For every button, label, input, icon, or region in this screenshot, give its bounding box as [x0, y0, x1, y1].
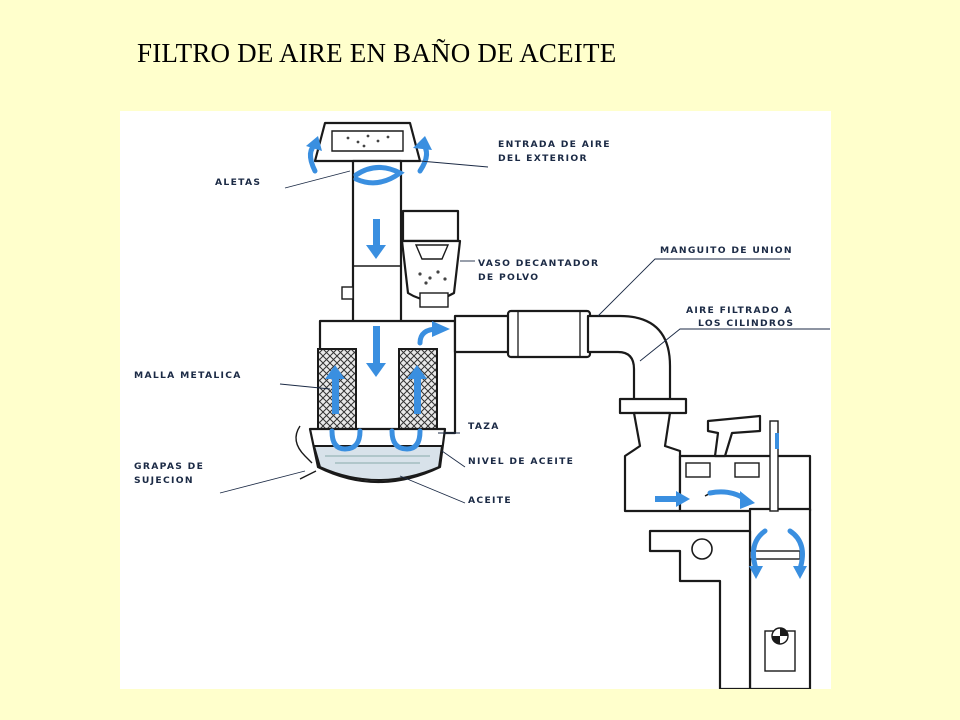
- svg-text:GRAPAS DE: GRAPAS DE: [134, 461, 204, 472]
- oil-cup: [295, 425, 447, 484]
- svg-text:SUJECION: SUJECION: [134, 475, 194, 486]
- svg-text:ENTRADA DE AIRE: ENTRADA DE AIRE: [498, 139, 611, 150]
- page-title: FILTRO DE AIRE EN BAÑO DE ACEITE: [137, 38, 617, 68]
- air-filter-diagram: ENTRADA DE AIRE DEL EXTERIOR ALETAS VASO…: [120, 111, 831, 689]
- label-aletas: ALETAS: [215, 177, 261, 188]
- air-flow-arrows: [306, 136, 807, 579]
- label-taza: TAZA: [468, 421, 500, 432]
- svg-text:VASO DECANTADOR: VASO DECANTADOR: [478, 258, 599, 269]
- label-entrada-aire: ENTRADA DE AIRE DEL EXTERIOR: [498, 139, 611, 164]
- svg-text:AIRE FILTRADO A: AIRE FILTRADO A: [686, 305, 793, 316]
- union-sleeve: [506, 309, 592, 359]
- label-manguito: MANGUITO DE UNION: [660, 245, 793, 256]
- label-aceite: ACEITE: [468, 495, 512, 506]
- svg-text:DEL EXTERIOR: DEL EXTERIOR: [498, 153, 588, 164]
- label-nivel: NIVEL DE ACEITE: [468, 456, 574, 467]
- svg-text:DE POLVO: DE POLVO: [478, 272, 539, 283]
- label-malla: MALLA METALICA: [134, 370, 242, 381]
- dust-cup: [400, 209, 462, 308]
- label-vaso-decantador: VASO DECANTADOR DE POLVO: [478, 258, 599, 283]
- label-aire-filtrado: AIRE FILTRADO A LOS CILINDROS: [686, 305, 794, 329]
- clamp-icon: [295, 425, 313, 464]
- engine-head: [623, 411, 812, 689]
- leader-lines: [219, 160, 830, 504]
- filter-cap: [313, 121, 422, 163]
- svg-text:LOS CILINDROS: LOS CILINDROS: [698, 318, 794, 329]
- outlet-pipe: [453, 309, 688, 415]
- label-grapas: GRAPAS DE SUJECION: [134, 461, 204, 486]
